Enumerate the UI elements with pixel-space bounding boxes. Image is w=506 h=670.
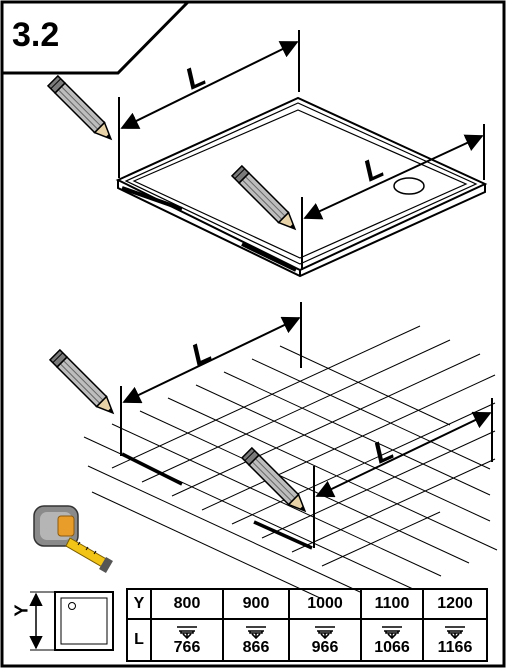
l-cell: 1166 xyxy=(422,618,488,662)
pencil-icon xyxy=(241,447,311,517)
dimension-lines-tray xyxy=(118,30,485,270)
pencil-icon xyxy=(49,349,119,419)
y-value: 1200 xyxy=(422,588,488,620)
pencil-icon xyxy=(47,75,117,145)
arrow-down-icon xyxy=(224,625,288,639)
l-cell: 1066 xyxy=(360,618,424,662)
dimensions-table: Y 800 900 1000 1100 1200 L 766 866 966 1… xyxy=(126,588,488,662)
tape-measure-icon xyxy=(33,505,113,574)
arrow-down-icon xyxy=(362,625,422,639)
y-value: 900 xyxy=(222,588,290,620)
step-tab xyxy=(2,0,190,75)
l-cell: 966 xyxy=(288,618,362,662)
y-value: 1000 xyxy=(288,588,362,620)
dimension-label-top-left: L xyxy=(181,59,211,97)
l-cell: 866 xyxy=(222,618,290,662)
y-dimension-label: Y xyxy=(11,604,32,617)
y-value: 800 xyxy=(150,588,224,620)
y-value: 1100 xyxy=(360,588,424,620)
arrow-down-icon xyxy=(152,625,222,639)
l-value: 766 xyxy=(173,639,201,656)
l-cell: 766 xyxy=(150,618,224,662)
row-header-l: L xyxy=(126,618,152,662)
table-row-y: Y 800 900 1000 1100 1200 xyxy=(126,588,488,620)
l-value: 1166 xyxy=(437,639,473,656)
floor-marks xyxy=(121,452,313,550)
arrow-down-icon xyxy=(290,625,360,639)
dimension-lines-floor xyxy=(120,302,493,548)
step-number: 3.2 xyxy=(12,16,60,54)
floor-grid xyxy=(83,325,498,599)
arrow-down-icon xyxy=(424,625,486,639)
dimension-label-bottom-left: L xyxy=(187,335,217,373)
dimension-label-bottom-right: L xyxy=(369,433,399,471)
row-header-y: Y xyxy=(126,588,152,620)
l-value: 966 xyxy=(311,639,339,656)
l-value: 866 xyxy=(242,639,270,656)
tray-plan-icon xyxy=(29,591,114,651)
table-row-l: L 766 866 966 1066 1166 xyxy=(126,618,488,662)
l-value: 1066 xyxy=(374,639,410,656)
